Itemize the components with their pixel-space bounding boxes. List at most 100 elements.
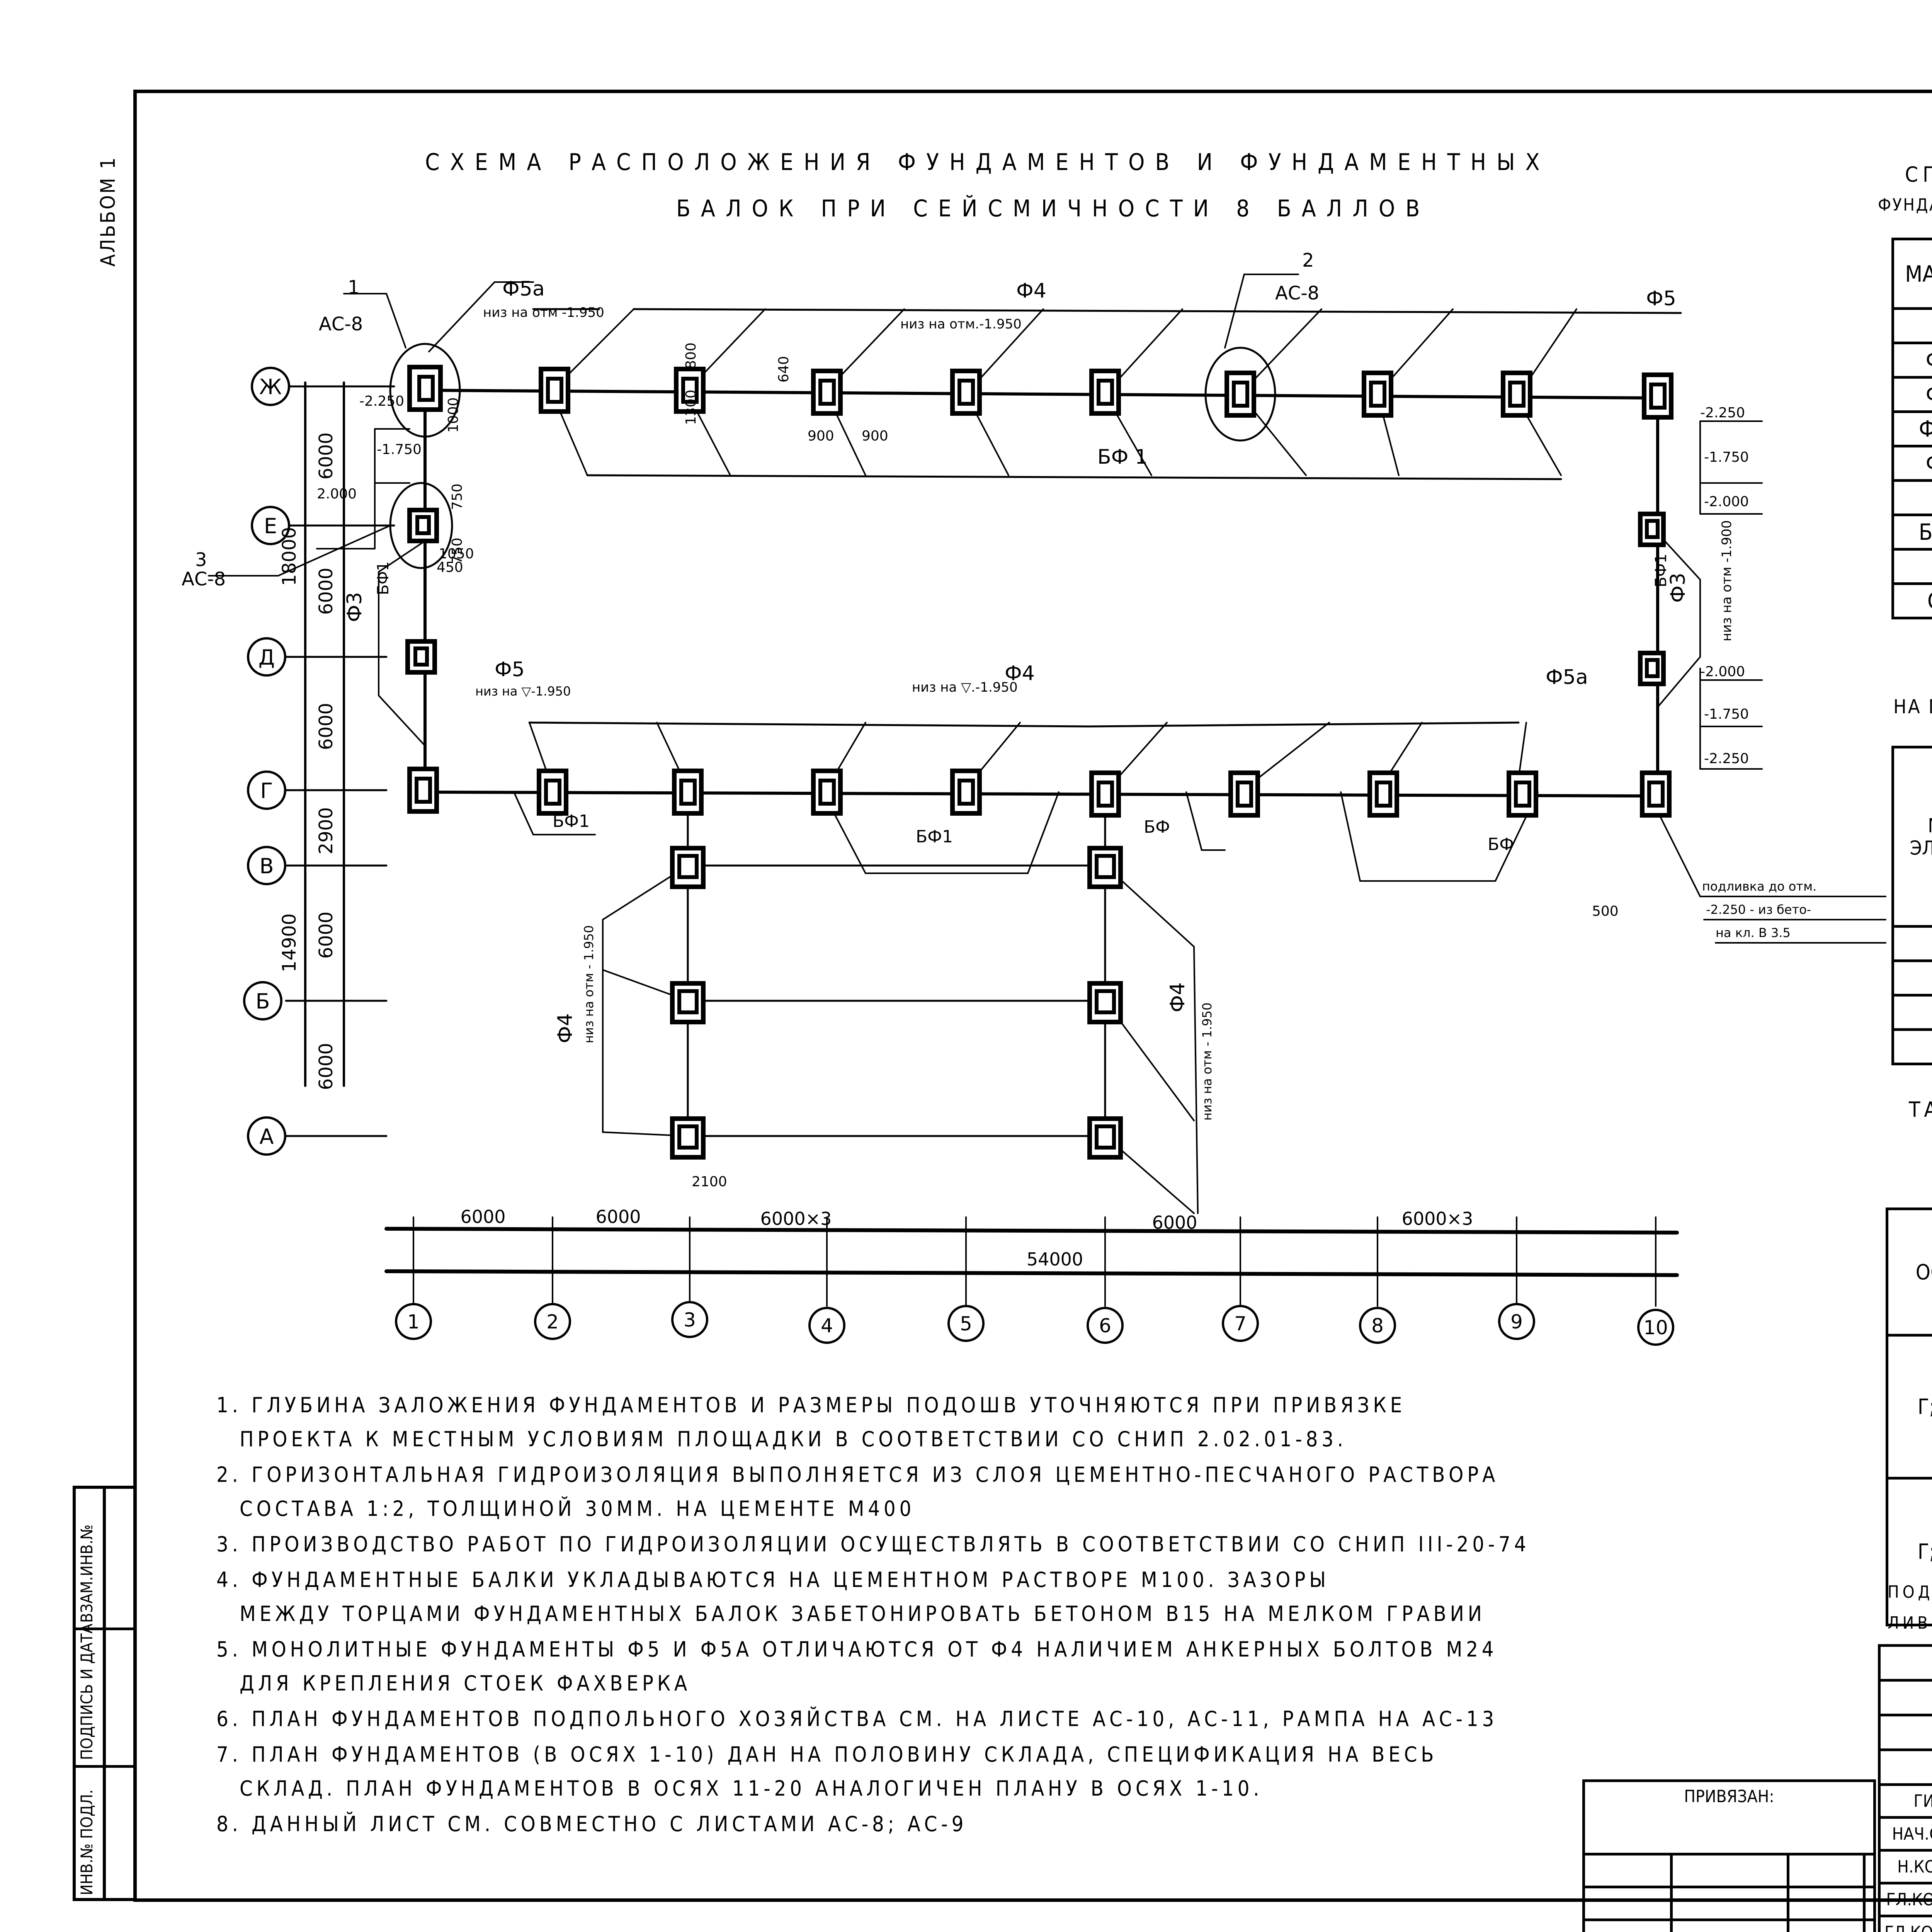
label-f4-top: Ф4 [1016, 279, 1046, 303]
row-axis-a: А [260, 1124, 274, 1149]
note-7: 7. План фундаментов (в осях 1-10) дан на… [216, 1742, 1438, 1801]
spec-row: Фундаментные балки [1891, 479, 1932, 516]
foundation-plan: Ж Е Д Г В Б А 1 2 3 4 5 6 7 8 9 10 6000 … [182, 250, 1886, 1346]
col-axis-9: 9 [1510, 1311, 1523, 1333]
callout-3-num: 3 [195, 549, 207, 571]
label-f5a-right: Ф5а [1546, 666, 1588, 689]
steel-title-line2: на монолитные фундаменты при сейсмичност… [1893, 696, 1932, 718]
label-bf1-mid-a: БФ1 [553, 811, 590, 831]
spec-table: Марка Обозначение Наименование Кол. Прим… [1891, 238, 1932, 619]
dim-left-3: 6000 [315, 703, 337, 750]
dim-900b: 900 [862, 428, 888, 444]
elev-right-2: -1.750 [1704, 449, 1749, 465]
col-axis-8: 8 [1371, 1315, 1384, 1337]
col-axis-1: 1 [407, 1311, 420, 1333]
label-f5-top: Ф5 [1646, 287, 1676, 310]
label-podlivka-1: подливка до отм. [1702, 879, 1816, 894]
dim-left-total-1: 18000 [279, 527, 300, 586]
spec-col-mark: Марка [1891, 238, 1932, 310]
dim-450: 450 [437, 560, 463, 575]
dim-500: 500 [1592, 903, 1619, 919]
spec-row: Ф5АС- 9Ф 4.2.4.2а46970 [1891, 376, 1932, 413]
left-stamp-inv-replace: Взам.инв.№ [77, 1524, 96, 1623]
dim-left-6: 6000 [315, 1043, 337, 1090]
drawing-frame [133, 90, 1932, 1902]
left-stamp-strip [73, 1486, 106, 1901]
loads-footnote-line1: Под фундаменты в осях 1|Г,Ж и 10|Г,Ж вып… [1888, 1582, 1932, 1602]
elev-right-1: -2.250 [1700, 405, 1745, 421]
label-f5-mid: Ф5 [495, 658, 525, 681]
left-stamp-inv-orig: Инв.№ подл. [77, 1789, 96, 1895]
staff-row: Н.конт.Дескубес~ [1878, 1849, 1932, 1884]
loads-row: Г;Ж ℓ=325 M -0.150 N1 N2 Q 2÷9 [1885, 1334, 1932, 1480]
steel-row: Ф427.9023.2016.009.9677.060.900.9078.86 [1891, 925, 1932, 962]
row-axis-d: Д [259, 645, 275, 670]
label-bf1-left: БФ1 [374, 561, 392, 595]
spec-row: Фундаменты [1891, 307, 1932, 344]
dim-bottom-5: 6000×3 [1402, 1208, 1473, 1229]
dim-bottom-2: 6000 [595, 1206, 641, 1227]
col-axis-7: 7 [1234, 1313, 1247, 1335]
label-bf1-right: БФ1 [1652, 554, 1670, 587]
label-f5-mid-note: низ на ▽-1.950 [475, 684, 571, 699]
note-3: 3. Производство работ по гидроизоляции о… [216, 1532, 1530, 1556]
spec-title-line2: фундаментов и фундаментных балок при сей… [1878, 195, 1932, 215]
dim-800: 800 [683, 342, 699, 369]
dim-bottom-1: 6000 [460, 1206, 505, 1227]
col-axis-6: 6 [1099, 1315, 1111, 1337]
label-f3-left: Ф3 [343, 592, 366, 622]
row-axis-b: Б [255, 989, 270, 1014]
row-axis-v: В [259, 854, 274, 878]
steel-col-mark: Марка элемента [1891, 746, 1932, 928]
dim-bottom-4: 6000 [1152, 1212, 1197, 1233]
dim-1050: 1050 [439, 546, 474, 562]
left-stamp-divider [73, 1628, 137, 1630]
spec-row: С1АСИ-0.03.00Сетка20277 [1891, 582, 1932, 619]
callout-1-sheet: АС-8 [319, 313, 363, 335]
row-axis-e: Е [264, 514, 277, 538]
elev-left-2: -1.750 [377, 442, 422, 457]
callout-1-num: 1 [348, 277, 360, 298]
label-f3-right-note: низ на отм -1.900 [1719, 520, 1735, 641]
label-f4-mid-note: низ на ▽.-1.950 [912, 680, 1018, 695]
spec-row: БФ11.415.1-2 вып.11БФ 6-740800 [1891, 514, 1932, 551]
elev-right-6: -2.250 [1704, 751, 1749, 767]
dim-640: 640 [776, 356, 792, 383]
label-podlivka-2: -2.250 - из бето- [1706, 902, 1811, 917]
left-stamp-value-strip [106, 1486, 137, 1901]
dim-bottom-total: 54000 [1027, 1249, 1083, 1270]
general-notes: 1. Глубина заложения фундаментов и разме… [216, 1395, 1685, 1849]
note-2: 2. Горизонтальная гидроизоляция выполняе… [216, 1463, 1499, 1521]
plan-title-line2: балок при сейсмичности 8 баллов [676, 195, 1430, 222]
label-f4-lower-left-note: низ на отм - 1.950 [582, 925, 596, 1043]
spec-row: 16 [1891, 548, 1932, 585]
elev-left-3: 2.000 [317, 486, 357, 502]
note-1: 1. Глубина заложения фундаментов и разме… [216, 1393, 1406, 1451]
elev-right-4: -2.000 [1700, 664, 1745, 680]
label-f4-lower-left: Ф4 [554, 1013, 577, 1043]
loads-col-axes: Оси [1885, 1208, 1932, 1337]
col-axis-3: 3 [684, 1309, 696, 1331]
loads-table: Оси Эскиз Нагрузки MкНм(т.с.м) N1кН(т.с)… [1885, 1208, 1932, 1626]
dim-left-2: 6000 [315, 568, 337, 615]
plan-title-line1: Схема расположения фундаментов и фундаме… [425, 149, 1550, 176]
col-axis-10: 10 [1643, 1316, 1668, 1339]
staff-row: Нач.отд.Соловьев~ [1878, 1816, 1932, 1852]
elev-left-1: -2.250 [359, 393, 404, 409]
col-axis-5: 5 [960, 1313, 972, 1335]
row-axis-g: Г [260, 779, 273, 803]
dim-1000: 1000 [446, 397, 461, 433]
staff-table: ГИПДескубес~ Нач.отд.Соловьев~ Н.конт.Де… [1878, 1644, 1932, 1932]
staff-row: Гл.конс.пБадиров~ [1878, 1882, 1932, 1917]
spec-row: Ф3АС- 9Ф 1.2.1.284750 [1891, 445, 1932, 482]
bound-label: Привязан: [1582, 1779, 1876, 1855]
dim-1300: 1300 [683, 389, 699, 425]
staff-row: Гл.кон.пр.Мастанзаде~ [1878, 1915, 1932, 1932]
dim-left-5: 6000 [315, 912, 337, 959]
label-f5a-note: низ на отм -1.950 [483, 305, 604, 320]
loads-title-line1: Таблица расчетных нагрузок на верхний об… [1909, 1097, 1932, 1122]
col-axis-4: 4 [821, 1315, 833, 1337]
dim-750b: 750 [449, 537, 465, 564]
label-f4-lower-right-note: низ на отм - 1.950 [1200, 1003, 1214, 1121]
col-axis-2: 2 [546, 1311, 559, 1333]
